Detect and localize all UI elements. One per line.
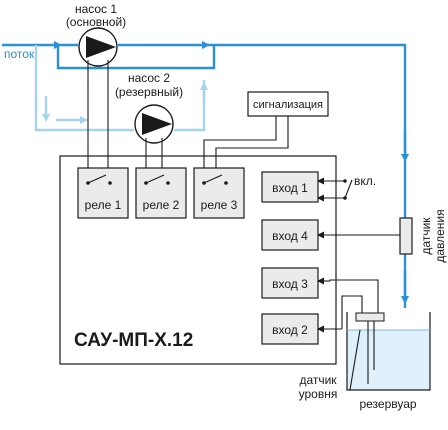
relay-1 <box>77 167 129 219</box>
alarm-block <box>247 91 329 117</box>
relay-3 <box>193 167 245 219</box>
input-2-label: вход 2 <box>272 323 308 337</box>
input-4-block <box>261 219 319 251</box>
relay-3-label: реле 3 <box>201 198 238 212</box>
input-1-block <box>261 171 319 203</box>
pump-2-sublabel: (резервный) <box>115 85 183 99</box>
pump-1 <box>78 27 118 67</box>
alarm-label: сигнализация <box>253 99 323 111</box>
pipeline-reserve <box>34 45 208 132</box>
input-3-label: вход 3 <box>272 277 308 291</box>
relay-1-label: реле 1 <box>85 198 122 212</box>
pressure-sensor-label-2: давления <box>433 209 447 262</box>
relay-2-label: реле 2 <box>143 198 180 212</box>
level-sensor-label-1: датчик <box>299 373 337 387</box>
relay-2 <box>135 167 187 219</box>
pressure-sensor <box>399 217 413 255</box>
flow-label: поток <box>4 47 35 61</box>
pump-2-label: насос 2 <box>128 71 170 85</box>
switch-label: вкл. <box>354 174 376 188</box>
switch <box>317 177 353 202</box>
tank <box>346 312 431 391</box>
level-sensor-label-2: уровня <box>299 387 338 401</box>
input-3-block <box>261 267 319 299</box>
input-4-label: вход 4 <box>272 229 308 243</box>
input-1-label: вход 1 <box>272 181 308 195</box>
pressure-sensor-label-1: датчик <box>419 217 433 255</box>
level-sensor <box>317 277 385 391</box>
pump-2 <box>134 104 174 144</box>
input-2-block <box>261 313 319 345</box>
tank-label: резервуар <box>359 397 416 411</box>
controller-title: САУ-МП-Х.12 <box>74 330 193 351</box>
pump-1-sublabel: (основной) <box>66 15 126 29</box>
pump-1-label: насос 1 <box>75 2 117 16</box>
